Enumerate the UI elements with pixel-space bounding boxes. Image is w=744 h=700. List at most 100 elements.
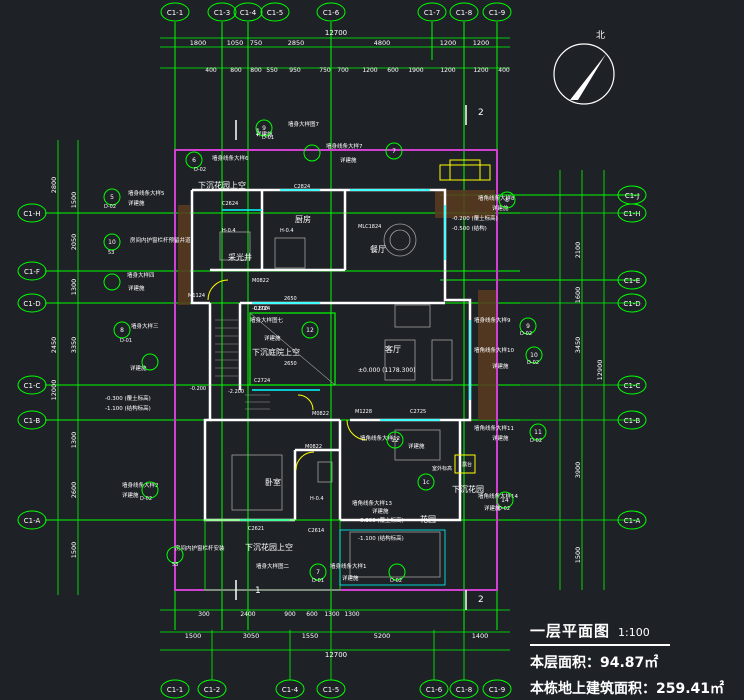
svg-text:2650: 2650 (284, 361, 297, 367)
bottom-row2-dims: 300 2400 900 600 1300 1300 (198, 611, 360, 618)
svg-text:4800: 4800 (374, 39, 391, 47)
svg-text:D-02: D-02 (498, 506, 510, 512)
svg-text:C2724: C2724 (254, 306, 270, 312)
svg-text:D-02: D-02 (140, 496, 152, 502)
room-terrace: 花园 (420, 514, 436, 524)
doors (207, 279, 368, 471)
svg-text:1550: 1550 (302, 632, 319, 640)
top-dimensions (160, 37, 510, 69)
svg-text:C1-6: C1-6 (426, 686, 443, 694)
svg-text:墙身线条大样1: 墙身线条大样1 (330, 562, 367, 570)
title-underline (530, 644, 670, 646)
axis-bubble: C1-2 (197, 679, 227, 699)
svg-text:700: 700 (337, 67, 349, 74)
axis-bubble: C1-D (17, 293, 47, 313)
svg-text:H-0.4: H-0.4 (222, 228, 236, 234)
svg-text:900: 900 (284, 611, 296, 618)
svg-text:C1-E: C1-E (624, 277, 640, 285)
svg-text:H-0.4: H-0.4 (280, 228, 294, 234)
svg-text:400: 400 (205, 67, 217, 74)
svg-text:1500: 1500 (70, 192, 78, 209)
room-kitchen: 厨房 (295, 214, 311, 224)
svg-text:800: 800 (250, 67, 262, 74)
svg-text:C2621: C2621 (248, 526, 264, 532)
room-garden-bottom: 下沉花园上空 (245, 542, 293, 552)
svg-text:10: 10 (108, 239, 116, 246)
right-side-detail (454, 454, 476, 474)
svg-text:D-02: D-02 (194, 167, 206, 173)
svg-text:53: 53 (172, 562, 178, 568)
svg-text:-0.600: -0.600 (252, 306, 268, 312)
svg-text:房间内护窗栏杆预留井道: 房间内护窗栏杆预留井道 (130, 236, 191, 244)
svg-text:H-0.4: H-0.4 (310, 496, 324, 502)
svg-text:9: 9 (526, 323, 530, 330)
svg-text:-1.100 (结构标高): -1.100 (结构标高) (358, 534, 404, 542)
svg-text:M0822: M0822 (305, 444, 322, 450)
svg-text:5200: 5200 (374, 632, 391, 640)
svg-text:1200: 1200 (362, 67, 377, 74)
svg-text:1300: 1300 (70, 279, 78, 296)
svg-text:墙角线条大样13: 墙角线条大样13 (352, 499, 392, 507)
svg-text:1500: 1500 (70, 542, 78, 559)
svg-text:1500: 1500 (574, 547, 582, 564)
annotations: 墙身大样图7 墙身线条大样6 墙身线条大样7 墙身线条大样5 房间内护窗栏杆预留… (105, 120, 518, 570)
svg-text:12900: 12900 (596, 360, 604, 381)
svg-text:墙身大样三: 墙身大样三 (131, 322, 159, 330)
top-axis-bubbles: C1-1 C1-3 C1-4 C1-5 C1-6 C1-7 C1-8 C1-9 (160, 2, 512, 22)
axis-bubble: C1-6 (419, 679, 449, 699)
svg-text:C1-B: C1-B (624, 417, 641, 425)
axis-bubble: C1-4 (275, 679, 305, 699)
svg-text:1050: 1050 (227, 39, 244, 47)
svg-text:2450: 2450 (50, 337, 58, 354)
svg-text:3050: 3050 (243, 632, 260, 640)
axis-bubble: C1-9 (482, 679, 512, 699)
svg-text:600: 600 (387, 67, 399, 74)
svg-text:详建施: 详建施 (342, 574, 359, 582)
north-compass: 北 (553, 30, 615, 105)
room-living: 客厅 (385, 344, 401, 354)
svg-text:7: 7 (316, 569, 320, 576)
svg-text:D-02: D-02 (527, 360, 539, 366)
svg-text:53: 53 (108, 250, 114, 256)
svg-text:C1-B: C1-B (24, 417, 41, 425)
room-garden-top: 下沉花园上空 (198, 180, 246, 190)
svg-text:详建施: 详建施 (492, 204, 509, 212)
svg-text:D-01: D-01 (312, 578, 324, 584)
axis-bubble: C1-B (17, 410, 47, 430)
svg-text:M0822: M0822 (252, 278, 269, 284)
bottom-axis-bubbles: C1-1 C1-2 C1-4 C1-5 C1-6 C1-8 C1-9 (160, 679, 512, 699)
drawing-scale: 1:100 (618, 626, 650, 639)
north-label: 北 (596, 30, 605, 41)
svg-text:房间内护窗栏杆安装: 房间内护窗栏杆安装 (175, 544, 225, 552)
svg-text:C1-1: C1-1 (167, 9, 183, 17)
svg-text:C2725: C2725 (410, 409, 426, 415)
svg-text:墙角线条大样11: 墙角线条大样11 (474, 424, 514, 432)
right-dims: 2100 1600 3450 3900 1500 12900 (574, 242, 604, 564)
left-axis-bubbles: C1-H C1-F C1-D C1-C C1-B C1-A (17, 203, 47, 530)
axis-bubble: C1-9 (482, 2, 512, 22)
svg-text:MLC1824: MLC1824 (358, 224, 381, 230)
svg-text:详建施: 详建施 (130, 364, 147, 372)
svg-text:-0.500 (结构): -0.500 (结构) (452, 224, 487, 232)
svg-text:10: 10 (530, 352, 538, 359)
section-label: 1 (255, 586, 261, 596)
svg-text:3350: 3350 (70, 337, 78, 354)
svg-text:C1-D: C1-D (623, 300, 640, 308)
drawing-title: 一层平面图 (530, 622, 611, 640)
axis-bubble: C1-5 (316, 679, 346, 699)
svg-text:墙身线条大样6: 墙身线条大样6 (212, 154, 249, 162)
furniture (219, 223, 453, 578)
svg-text:C1-C: C1-C (624, 382, 641, 390)
left-dimension-lines (57, 140, 79, 595)
svg-text:9: 9 (262, 125, 266, 132)
svg-text:C1-9: C1-9 (489, 686, 505, 694)
top-row2-dims: 400 800 800 550 950 750 700 1200 600 190… (205, 67, 510, 74)
axis-bubble: C1-1 (160, 679, 190, 699)
svg-text:C2624: C2624 (222, 201, 238, 207)
svg-text:C2724: C2724 (254, 378, 270, 384)
svg-text:详建施: 详建施 (492, 362, 509, 370)
svg-text:C1-8: C1-8 (456, 9, 472, 17)
svg-text:D-02: D-02 (104, 204, 116, 210)
axis-bubble: C1-F (17, 261, 47, 281)
